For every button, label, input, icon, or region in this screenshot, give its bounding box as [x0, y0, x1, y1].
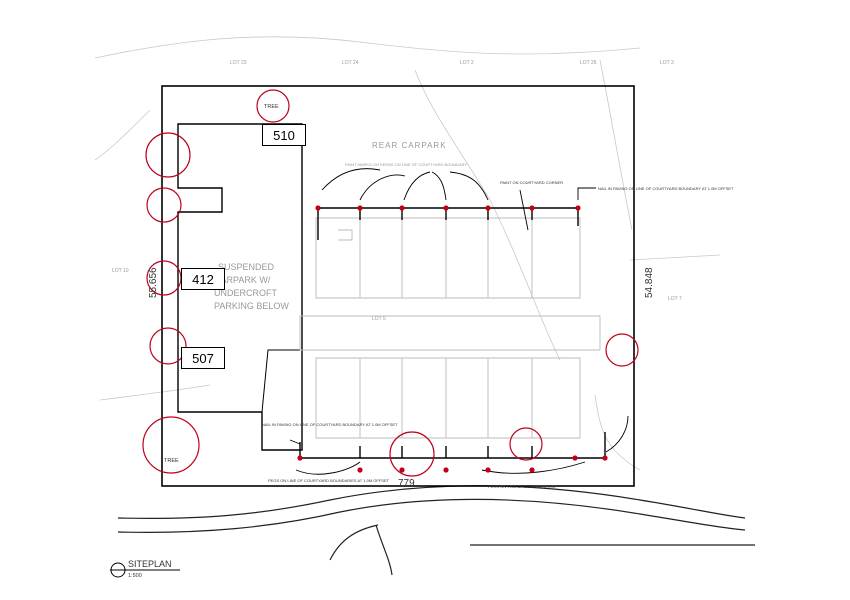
- note-paint-corner: PAINT ON COURTYARD CORNER: [500, 180, 563, 185]
- survey-points: [297, 205, 608, 473]
- lot-label-3: LOT 2: [460, 60, 474, 66]
- siteplan-scale: 1:500: [128, 573, 142, 579]
- suspended-line-3: UNDERCROFT: [214, 288, 277, 298]
- note-nail-right: NAIL IN PAVING ON LINE OF COURTYARD BOUN…: [598, 186, 734, 191]
- dimension-right: 54.848: [644, 267, 655, 298]
- dimension-left: 55.656: [148, 267, 159, 298]
- dimension-bottom: 779: [398, 478, 415, 489]
- suspended-line-4: PARKING BELOW: [214, 301, 289, 311]
- suspended-carpark-outline: [177, 123, 303, 451]
- unit-box-510: 510: [262, 124, 306, 146]
- leader-lines: [289, 168, 629, 475]
- lot-label-2: LOT 24: [342, 60, 359, 66]
- suspended-line-2: CARPARK W/: [214, 275, 271, 285]
- road: [117, 485, 755, 576]
- lot-label-6: LOT 5: [372, 316, 386, 322]
- townhouse-footprints: [299, 217, 601, 439]
- lot-label-1: LOT 23: [230, 60, 247, 66]
- tree-label-top: TREE: [264, 104, 279, 110]
- siteplan-title: SITEPLAN: [128, 559, 172, 569]
- note-pegs-right: PEGS ON LINE OF BOUNDARIES AT: [488, 484, 557, 489]
- lot-label-5: LOT 3: [660, 60, 674, 66]
- lot-label-4: LOT 26: [580, 60, 597, 66]
- site-boundary: [161, 85, 635, 487]
- contour-lines: [94, 36, 721, 471]
- courtyard-boundary-lines: [299, 207, 606, 459]
- tree-label-bottom: TREE: [164, 458, 179, 464]
- note-paint-marks: PAINT MARKS ON KERBS ON LINE OF COURTYAR…: [345, 162, 467, 167]
- lot-label-7: LOT 10: [112, 268, 129, 274]
- unit-box-507: 507: [181, 347, 225, 369]
- suspended-line-1: SUSPENDED: [218, 262, 275, 272]
- siteplan-title-block: SITEPLAN 1:500: [110, 559, 180, 579]
- note-nail-left: NAIL IN PAVING ON LINE OF COURTYARD BOUN…: [262, 422, 398, 427]
- unit-box-412: 412: [181, 268, 225, 290]
- lot-label-8: LOT 7: [668, 296, 682, 302]
- rear-carpark-label: REAR CARPARK: [372, 141, 447, 150]
- note-pegs-left: PEGS ON LINE OF COURTYARD BOUNDARIES AT …: [268, 478, 390, 483]
